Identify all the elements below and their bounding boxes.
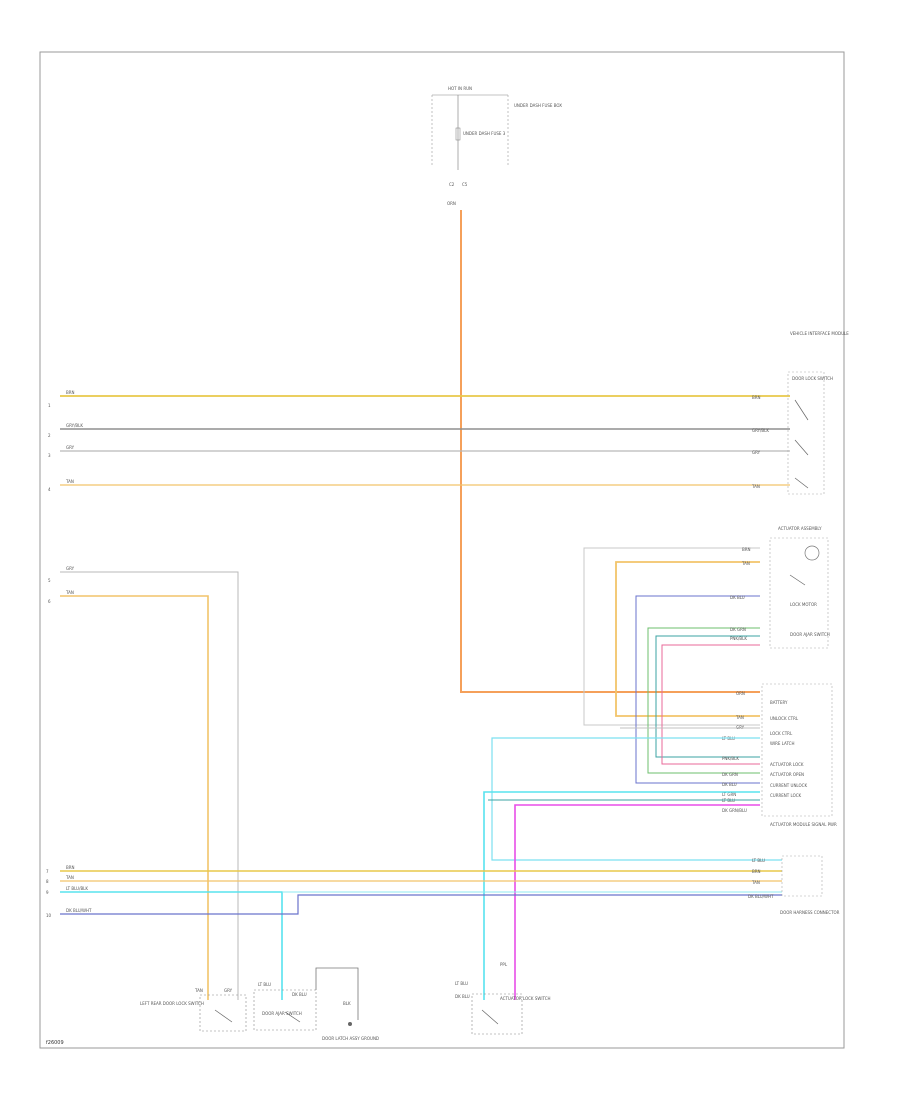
control-wire: DK GRN [722, 772, 738, 777]
left-pin: 4 [48, 487, 51, 492]
control-label: CURRENT UNLOCK [770, 783, 807, 788]
left-wire-label: GRY/BLK [66, 423, 83, 428]
left-wire-label: TAN [65, 479, 74, 484]
door-latch-ground: BLK DOOR LATCH ASSY GROUND [315, 967, 379, 1041]
module-wire: GRY/BLK [752, 428, 769, 433]
control-wire: LT GRN [722, 792, 736, 797]
lower-wires: BRN TAN LT BLU/BLK DK BLU/WHT 7 8 9 10 [46, 865, 782, 1000]
control-label: UNLOCK CTRL [770, 716, 799, 721]
left-rear-lock-switch: LEFT REAR DOOR LOCK SWITCH TAN GRY [140, 988, 247, 1032]
actuator-sub: LOCK MOTOR [790, 602, 817, 607]
left-pin: 3 [48, 453, 51, 458]
actuator-wire: DK GRN [730, 627, 746, 632]
control-wire: PNK/BLK [722, 756, 739, 761]
left-pin: 5 [48, 578, 51, 583]
actuator-wire: DK BLU [730, 595, 745, 600]
ground-wire: BLK [343, 1001, 351, 1006]
ground-title: DOOR LATCH ASSY GROUND [322, 1036, 379, 1041]
connector-wire: TAN [751, 880, 760, 885]
door-harness-connector: LT BLU BRN TAN DK BLU/WHT DOOR HARNESS C… [748, 855, 840, 915]
lower-routed-wires [483, 727, 782, 1000]
control-wire: DK GRN/BLU [722, 808, 747, 813]
control-label: ACTUATOR OPEN [770, 772, 804, 777]
control-label: CURRENT LOCK [770, 793, 802, 798]
actuator-wire: BRN [742, 547, 751, 552]
left-wire-label: GRY [66, 566, 75, 571]
fuse-pin: C2 [449, 182, 455, 187]
control-label: LOCK CTRL [770, 731, 793, 736]
control-wire: TAN [735, 715, 744, 720]
left-pin: 2 [48, 433, 51, 438]
actuator-wire: PNK/BLK [730, 636, 747, 641]
actuator-assembly: ACTUATOR ASSEMBLY LOCK MOTOR DOOR AJAR S… [583, 526, 830, 784]
vehicle-interface-module: VEHICLE INTERFACE MODULE DOOR LOCK SWITC… [751, 331, 849, 495]
control-module: BATTERY UNLOCK CTRL LOCK CTRL WIRE LATCH… [722, 683, 837, 827]
switch-label: DOOR LOCK SWITCH [792, 376, 833, 381]
module-wire: GRY [752, 450, 761, 455]
component-wire: DK BLU [455, 994, 470, 999]
control-label: ACTUATOR LOCK [770, 762, 804, 767]
left-wire-label: LT BLU/BLK [66, 886, 88, 891]
connector-wire: LT BLU [752, 858, 765, 863]
fuse-block: HOT IN RUN UNDER DASH FUSE 3 UNDER DASH … [431, 86, 562, 206]
upper-wires: BRN GRY/BLK GRY TAN 1 2 3 4 [48, 390, 790, 492]
module-wire: BRN [752, 395, 761, 400]
module-wire: TAN [751, 484, 760, 489]
connector-title: DOOR HARNESS CONNECTOR [780, 910, 840, 915]
connector-wire: DK BLU/WHT [748, 894, 774, 899]
actuator-lock-switch: ACTUATOR LOCK SWITCH LT BLU DK BLU PPL [455, 962, 551, 1035]
actuator-title: ACTUATOR ASSEMBLY [778, 526, 822, 531]
left-pin: 7 [46, 869, 49, 874]
diagram-frame [39, 51, 845, 1049]
actuator-wire: TAN [741, 561, 750, 566]
component-title: ACTUATOR LOCK SWITCH [500, 996, 551, 1001]
door-ajar-switch: DOOR AJAR SWITCH LT BLU DK BLU [253, 982, 317, 1031]
left-wire-label: TAN [65, 875, 74, 880]
connector-wire: BRN [752, 869, 761, 874]
control-wire: DK BLU [722, 782, 737, 787]
component-title: DOOR AJAR SWITCH [262, 1011, 302, 1016]
left-pin: 10 [46, 913, 52, 918]
left-pin: 8 [46, 879, 49, 884]
left-pin: 6 [48, 599, 51, 604]
module-title: VEHICLE INTERFACE MODULE [790, 331, 849, 336]
diagram-id: f26009 [46, 1040, 64, 1046]
fuse-wire-label: ORN [447, 201, 456, 206]
control-label: ACTUATOR MODULE SIGNAL PWR [770, 822, 837, 827]
component-wire: TAN [194, 988, 203, 993]
left-wire-label: GRY [66, 445, 75, 450]
left-group-wires: GRY TAN 5 6 [48, 566, 239, 1000]
component-title: LEFT REAR DOOR LOCK SWITCH [140, 1001, 204, 1006]
fuse-header: HOT IN RUN [448, 86, 472, 91]
wire-orange [460, 210, 760, 693]
left-wire-label: BRN [66, 390, 75, 395]
fuse-pin: C5 [462, 182, 468, 187]
fuse-label: UNDER DASH FUSE 3 [463, 131, 506, 136]
actuator-sub: DOOR AJAR SWITCH [790, 632, 830, 637]
component-wire: DK BLU [292, 992, 307, 997]
control-wire: ORN [736, 691, 745, 696]
component-wire: GRY [224, 988, 233, 993]
component-wire: LT BLU [455, 981, 468, 986]
control-label: BATTERY [770, 700, 788, 705]
component-wire: LT BLU [258, 982, 271, 987]
left-pin: 9 [46, 890, 49, 895]
left-pin: 1 [48, 403, 51, 408]
left-wire-label: DK BLU/WHT [66, 908, 92, 913]
fuse-location: UNDER DASH FUSE BOX [514, 103, 562, 108]
left-wire-label: TAN [65, 590, 74, 595]
control-label: WIRE LATCH [770, 741, 794, 746]
component-wire: PPL [500, 962, 508, 967]
left-wire-label: BRN [66, 865, 75, 870]
